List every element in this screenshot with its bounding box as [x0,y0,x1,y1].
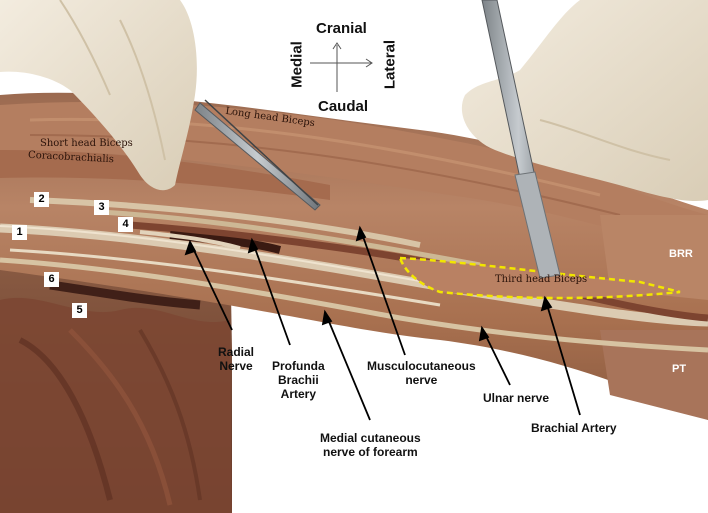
lateral-label: Lateral [381,39,399,90]
caudal-label: Caudal [318,98,369,115]
nerve-2 [29,197,421,248]
axilla-muscle-fibres [0,297,232,513]
nerve-3 [99,209,481,268]
brr-label: BRR [669,248,693,260]
brachial-artery-callout: Brachial Artery [531,421,617,435]
profunda-brachii-artery-callout: Profunda Brachii Artery [272,359,325,401]
ulnar-nerve-callout: Ulnar nerve [483,391,550,405]
brachial-artery-arrow [544,297,581,416]
radial-nerve-callout: Radial Nerve [218,345,255,373]
brachioradialis-muscle [600,215,708,300]
profunda-arrow [251,239,291,346]
nerve-1 [0,223,708,327]
marker-3: 3 [94,200,109,215]
third-head-outline [398,256,681,300]
medial-cutaneous-nerve-callout: Medial cutaneous nerve of forearm [320,431,421,459]
vessel-6 [49,280,201,310]
radial-nerve-branch [139,230,241,250]
medial-label: Medial [288,41,306,88]
radial-nerve-arrow [189,241,233,331]
retractor-right [514,171,561,279]
pt-label: PT [672,363,687,375]
orientation-cross [310,42,373,92]
marker-4: 4 [118,217,133,232]
third-head-biceps-label: Third head Biceps [495,274,588,285]
marker-5: 5 [72,303,87,318]
marker-6: 6 [44,272,59,287]
left-glove [0,0,197,191]
medial-cutaneous-arrow [324,311,371,421]
pronator-teres-muscle [600,330,708,420]
forceps-left [194,102,321,211]
short-head-biceps-label: Short head Biceps [40,138,133,149]
musculocutaneous-arrow [359,227,406,356]
medial-cutaneous-nerve [0,257,708,353]
marker-2: 2 [34,192,49,207]
cranial-label: Cranial [316,20,367,37]
musculocutaneous-nerve-callout: Musculocutaneous nerve [367,359,476,387]
marker-1: 1 [12,225,27,240]
